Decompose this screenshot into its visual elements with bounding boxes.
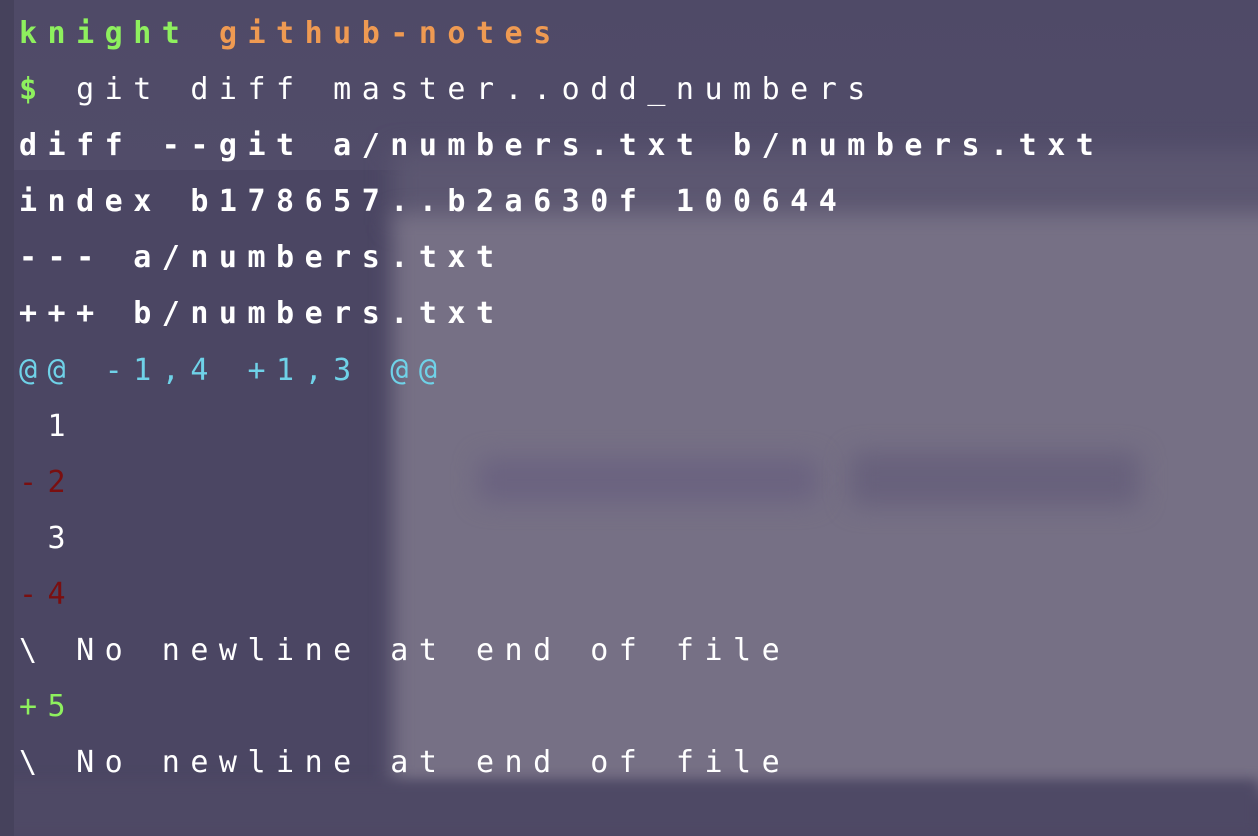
diff-index-line: index b178657..b2a630f 100644: [19, 184, 848, 220]
diff-added-line: +5: [19, 689, 77, 725]
left-window-edge: [0, 0, 14, 836]
prompt-user: knight: [19, 16, 191, 51]
diff-header-line: diff --git a/numbers.txt b/numbers.txt: [19, 128, 1105, 164]
diff-new-file-line: +++ b/numbers.txt: [19, 296, 505, 332]
diff-no-newline-note: \ No newline at end of file: [19, 633, 791, 669]
command-text: git diff master..odd_numbers: [76, 72, 876, 108]
diff-removed-line: -4: [19, 576, 77, 612]
prompt-directory: github-notes: [218, 16, 562, 51]
prompt-symbol: $: [19, 72, 48, 108]
diff-removed-line: -2: [19, 464, 77, 500]
terminal-output[interactable]: knight github-notes $ git diff master..o…: [19, 12, 1239, 797]
diff-context-line: 3: [19, 520, 77, 556]
diff-context-line: 1: [19, 408, 77, 444]
diff-hunk-header: @@ -1,4 +1,3 @@: [19, 352, 448, 388]
prompt-line: knight github-notes: [19, 12, 1239, 68]
diff-no-newline-note: \ No newline at end of file: [19, 745, 791, 781]
diff-old-file-line: --- a/numbers.txt: [19, 240, 505, 276]
command-line: $ git diff master..odd_numbers: [19, 68, 1239, 124]
